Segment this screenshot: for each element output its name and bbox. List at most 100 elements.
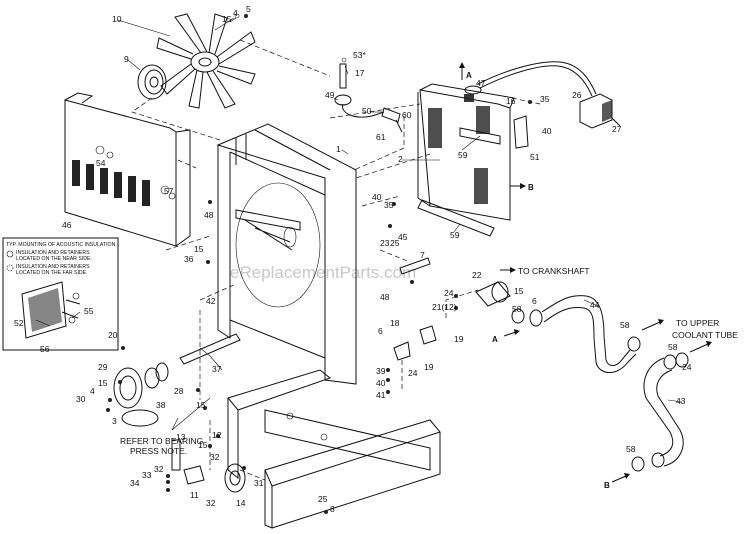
callout-45: 45	[398, 232, 408, 242]
callout-35a: 35	[540, 94, 550, 104]
callout-56: 56	[40, 344, 50, 354]
callout-5: 5	[246, 4, 251, 14]
callout-21: 21(12)	[432, 302, 457, 312]
callout-25b: 25	[318, 494, 328, 504]
callout-32b: 32	[154, 464, 164, 474]
callout-3: 3	[112, 416, 117, 426]
note-to-upper-line2: COOLANT TUBE	[672, 330, 738, 340]
seal-ring	[511, 308, 525, 324]
panel-louvers	[72, 160, 150, 206]
callout-44: 44	[590, 300, 600, 310]
callout-47: 47	[476, 78, 486, 88]
overflow-hose	[477, 61, 597, 95]
callout-11: 11	[190, 490, 199, 500]
callout-17: 17	[355, 68, 365, 78]
callout-19b: 19	[424, 362, 434, 372]
callout-51: 51	[530, 152, 540, 162]
base-rails	[227, 369, 441, 529]
flow-label-b-bottom: B	[604, 481, 610, 490]
coolant-flange	[393, 257, 511, 361]
callout-9: 9	[124, 54, 129, 64]
fasteners	[106, 14, 532, 514]
callouts: 10 9 15 4 5 53* 17 49 50 60 61 1 2 59 59…	[14, 4, 738, 514]
tensioner	[171, 439, 246, 493]
callout-46: 46	[62, 220, 72, 230]
callout-40c: 40	[376, 378, 386, 388]
overflow-bottle	[579, 93, 621, 129]
note-to-crankshaft: TO CRANKSHAFT	[518, 266, 590, 276]
legend-far-line2: LOCATED ON THE FAR SIDE.	[16, 270, 88, 276]
callout-34: 34	[130, 478, 140, 488]
callout-42: 42	[206, 296, 216, 306]
callout-18: 18	[390, 318, 400, 328]
callout-59b: 59	[450, 230, 460, 240]
callout-7: 7	[420, 250, 425, 260]
callout-15e: 15	[196, 400, 206, 410]
assembly-lines	[131, 39, 541, 481]
callout-58c: 58	[668, 342, 678, 352]
flow-arrows	[459, 62, 712, 483]
callout-15: 15	[222, 14, 232, 24]
fan-assembly	[137, 13, 256, 109]
callout-26: 26	[572, 90, 582, 100]
callout-52: 52	[14, 318, 24, 328]
note-to-upper-line1: TO UPPER	[676, 318, 719, 328]
callout-1: 1	[336, 144, 341, 154]
legend-near-line1: INSULATION AND RETAINERS	[16, 250, 90, 256]
callout-54: 54	[96, 158, 106, 168]
callout-48a: 48	[204, 210, 214, 220]
callout-14: 14	[236, 498, 246, 508]
callout-58d: 58	[626, 444, 636, 454]
seal-ring	[631, 456, 645, 472]
coolant-tube-43	[643, 354, 684, 468]
callout-40a: 40	[542, 126, 552, 136]
callout-31: 31	[254, 478, 264, 488]
inset-title: TYP. MOUNTING OF ACOUSTIC INSULATION.	[6, 242, 117, 248]
callout-6a: 6	[532, 296, 537, 306]
callout-30: 30	[76, 394, 86, 404]
callout-40b: 40	[372, 192, 382, 202]
flow-label-a-top: A	[466, 71, 472, 80]
legend-far-line1: INSULATION AND RETAINERS	[16, 264, 90, 270]
callout-58b: 58	[620, 320, 630, 330]
note-bearing-line2: PRESS NOTE.	[130, 446, 187, 456]
watermark: eReplacementParts.com	[230, 263, 416, 282]
callout-10: 10	[112, 14, 122, 24]
insulation-inset: TYP. MOUNTING OF ACOUSTIC INSULATION. IN…	[2, 237, 119, 351]
callout-43: 43	[676, 396, 686, 406]
callout-4b: 4	[90, 386, 95, 396]
callout-33: 33	[142, 470, 152, 480]
callout-6b: 6	[378, 326, 383, 336]
callout-22: 22	[472, 270, 482, 280]
callout-48b: 48	[380, 292, 390, 302]
callout-12: 12	[212, 430, 222, 440]
callout-24c: 24	[682, 362, 692, 372]
note-bearing-line1: REFER TO BEARING	[120, 436, 203, 446]
callout-58a: 58	[512, 304, 522, 314]
coolant-tube-44	[529, 295, 637, 373]
callout-60: 60	[402, 110, 412, 120]
callout-49: 49	[325, 90, 335, 100]
callout-23: 23	[380, 238, 390, 248]
legend-near-line2: LOCATED ON THE NEAR SIDE.	[16, 256, 92, 262]
callout-8: 8	[330, 504, 335, 514]
seal-ring	[627, 336, 641, 352]
callout-57: 57	[164, 186, 174, 196]
callout-19a: 19	[454, 334, 464, 344]
callout-41: 41	[376, 390, 386, 400]
callout-4: 4	[233, 8, 238, 18]
callout-55: 55	[84, 306, 94, 316]
leader-lines	[35, 19, 683, 431]
radiator-core	[417, 83, 515, 221]
flow-label-a-bottom: A	[492, 335, 498, 344]
callout-24a: 24	[444, 288, 454, 298]
callout-15f: 15	[198, 440, 208, 450]
radiator-shroud	[216, 123, 357, 385]
callout-53: 53*	[353, 50, 366, 60]
callout-20: 20	[108, 330, 118, 340]
callout-37: 37	[212, 364, 222, 374]
callout-61: 61	[376, 132, 386, 142]
callout-15b: 15	[194, 244, 204, 254]
